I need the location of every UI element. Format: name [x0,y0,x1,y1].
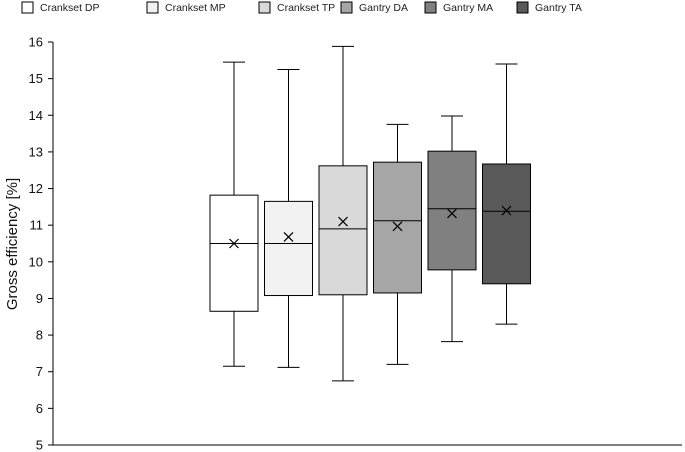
legend-item: Gantry DA [340,1,408,14]
y-tick-label: 12 [29,181,43,196]
legend-label: Crankset MP [165,2,226,14]
legend-swatch [516,1,529,14]
y-tick-label: 11 [30,218,44,233]
legend-swatch [340,1,353,14]
legend: Crankset DP Crankset MP Crankset TP Gantry … [21,1,582,14]
y-tick-label: 7 [36,364,43,379]
iqr-box [318,165,368,296]
y-tick-label: 8 [36,328,43,343]
iqr-box [482,163,531,285]
iqr-box [427,150,477,271]
y-tick-label: 10 [29,254,43,269]
box-crankset-tp [318,45,368,382]
legend-item: Crankset DP [21,1,100,14]
legend-label: Crankset DP [40,2,100,14]
y-tick-label: 6 [36,401,43,416]
box-crankset-mp [264,68,313,368]
legend-label: Crankset TP [277,2,335,14]
boxes [209,45,531,382]
box-gantry-ta [482,63,531,325]
y-tick-label: 16 [29,35,43,50]
y-tick-label: 14 [29,108,43,123]
mean-marker [229,238,239,249]
y-tick-label: 5 [36,438,43,452]
mean-marker [283,231,294,242]
legend-swatch [21,1,34,14]
mean-marker [447,208,457,219]
iqr-box [373,161,422,294]
y-tick-label: 15 [29,71,43,86]
legend-item: Gantry TA [516,1,582,14]
mean-marker [392,221,403,232]
y-axis-title: Gross efficiency [%] [4,178,21,310]
iqr-box [264,200,313,297]
legend-swatch [258,1,271,14]
legend-item: Crankset TP [258,1,335,14]
mean-marker [501,205,512,216]
y-tick-label: 13 [29,144,43,159]
legend-item: Crankset MP [146,1,226,14]
legend-swatch [424,1,437,14]
legend-label: Gantry DA [359,2,408,14]
box-crankset-dp [209,61,259,367]
mean-marker [338,216,348,227]
box-gantry-da [373,123,422,365]
legend-label: Gantry TA [535,2,582,14]
y-tick-label: 9 [36,291,43,306]
legend-item: Gantry MA [424,1,493,14]
box-gantry-ma [427,115,477,343]
y-axis: 5 6 7 8 9 10 11 12 13 14 15 16 [29,35,54,452]
legend-swatch [146,1,159,14]
legend-label: Gantry MA [443,2,493,14]
iqr-box [209,194,259,312]
